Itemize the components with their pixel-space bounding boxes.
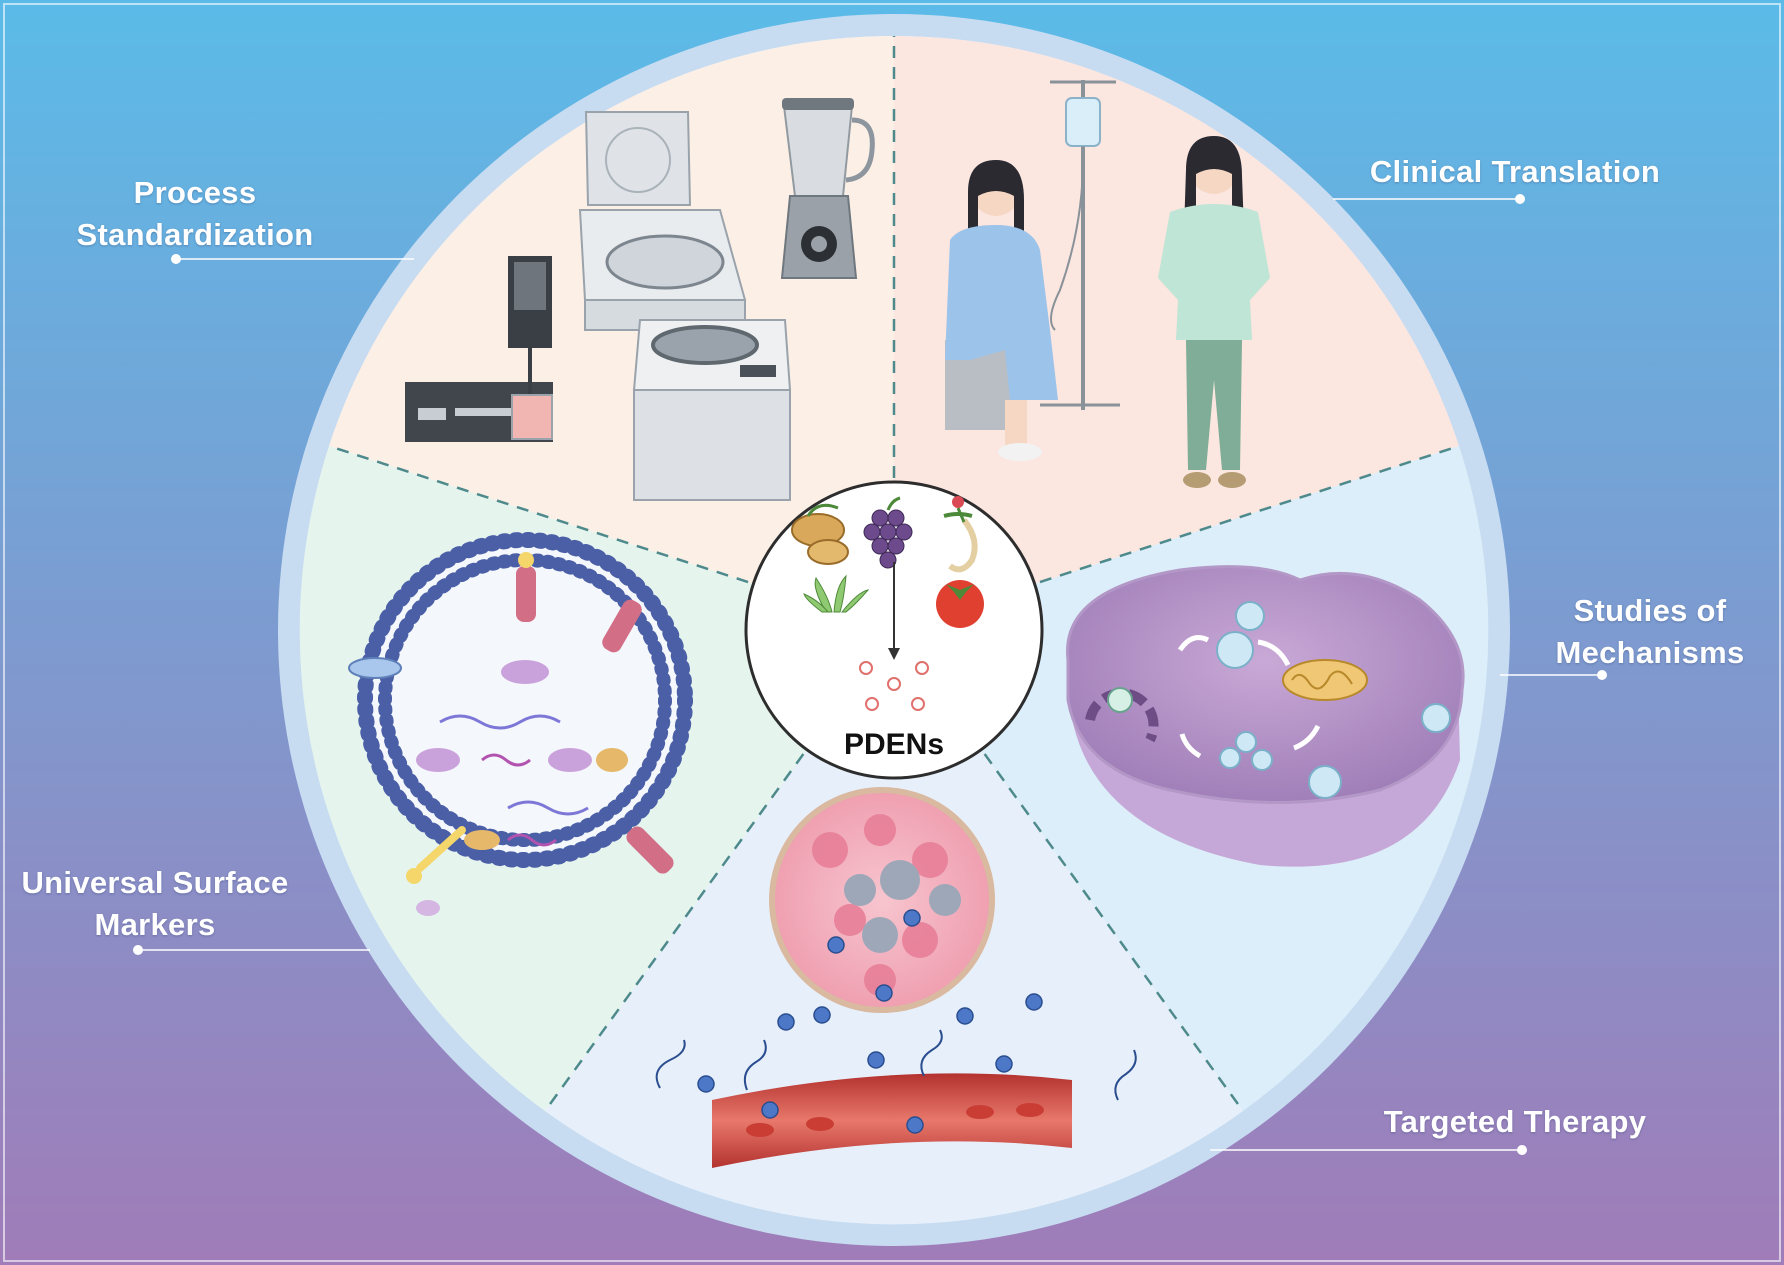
lipid-bilayer [357,532,693,868]
label-line: Studies of [1573,593,1727,628]
tomato-icon [936,580,984,628]
label-connector-dots [133,194,1607,1155]
vesicle-icons [1216,601,1451,799]
iv-stand-icon [1040,80,1120,410]
vesicle-illustration [348,532,693,916]
grape-icon [863,496,913,569]
label-line: Universal Surface [21,865,289,900]
label-line: Mechanisms [1555,635,1745,670]
label-process-standardization: Process Standardization [60,172,330,256]
mitochondrion-icon [1282,659,1368,701]
ultracentrifuge-icon [632,319,792,501]
blender-icon [780,98,875,279]
label-line: Process [133,175,257,210]
migration-arrows [655,1029,1137,1101]
vessel-icon [712,1073,1072,1168]
label-line: Markers [94,907,216,942]
patient-icon [945,160,1058,461]
therapy-illustration [655,787,1137,1168]
label-universal-surface-markers: Universal Surface Markers [10,862,300,946]
arrow-icons [1177,635,1321,759]
nurse-icon [1158,136,1270,488]
label-clinical-translation: Clinical Translation [1369,154,1661,189]
extruder-icon [405,256,553,442]
ginger-icon [791,503,849,565]
nanoparticle-icons [697,909,1043,1134]
clinical-illustration [945,80,1270,488]
frame-border [3,3,1781,1262]
ginseng-icon [943,496,978,573]
surface-protein-icons [348,552,674,916]
center-title: PDENs [843,728,945,761]
label-connectors [138,198,1602,1151]
lab-equipment-illustration [405,98,875,501]
aloe-icon [803,574,870,613]
label-line: Standardization [76,217,314,252]
center-circle [744,480,1044,780]
label-targeted-therapy: Targeted Therapy [1383,1104,1647,1139]
cell-illustration [1066,565,1465,867]
dividers [328,36,1460,1112]
label-studies-of-mechanisms: Studies of Mechanisms [1530,590,1770,674]
nanoparticle-dots [859,661,929,711]
cargo-icons [416,660,628,850]
